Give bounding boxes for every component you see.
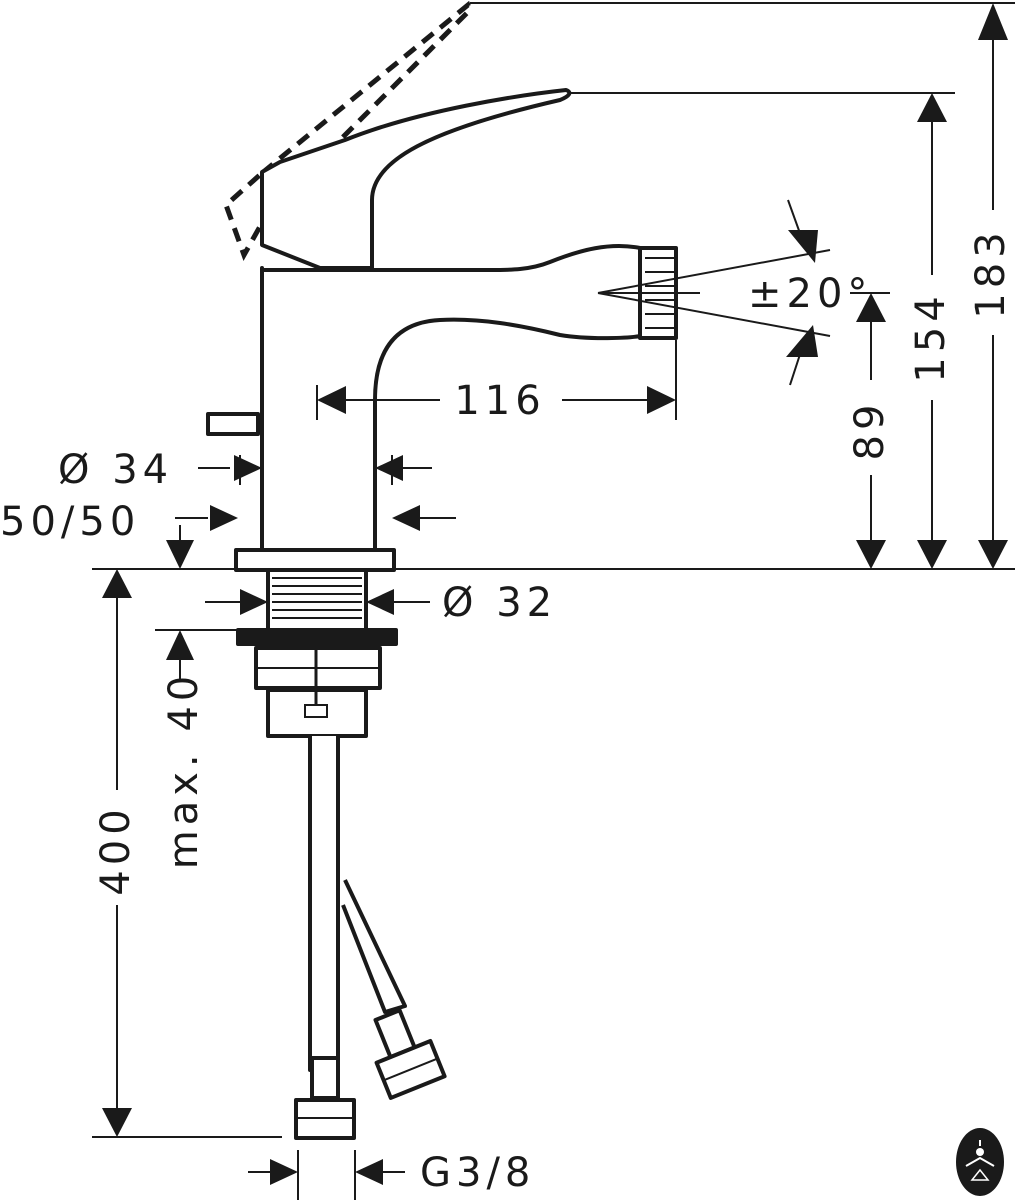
connection-thread-label: G3/8 [420, 1150, 535, 1196]
spout-reach-label: 116 [454, 378, 545, 424]
hose-fitting-angled [373, 1008, 447, 1100]
spout-top-height-label: 154 [908, 291, 954, 382]
left-dimensions [102, 455, 456, 1200]
spray-angle-lines [597, 199, 831, 386]
hose-angled [341, 879, 407, 1014]
water-drop-logo-icon [956, 1128, 1004, 1196]
connection-diameter-label: Ø 32 [442, 580, 557, 626]
reference-lines [92, 2, 1015, 1138]
body-diameter-label: Ø 34 [58, 447, 173, 493]
lever-handle [260, 88, 572, 270]
spout-reach-dimension [316, 340, 677, 420]
hose-straight [308, 736, 340, 1072]
pop-up-knob [206, 412, 260, 436]
hose-length-label: 400 [93, 804, 139, 895]
mixing-ratio-label: 50/50 [0, 499, 140, 545]
vertical-dimensions [856, 3, 1008, 569]
max-thickness-label: max. 40 [161, 671, 207, 869]
overall-height-label: 183 [968, 227, 1014, 318]
hose-fitting-straight [310, 1056, 340, 1100]
mixer-body [206, 88, 678, 1140]
washer [236, 628, 398, 646]
threaded-shank [266, 568, 368, 632]
spout-height-label: 89 [847, 400, 893, 461]
mixer-column-and-spout [260, 244, 642, 552]
base-flange [234, 548, 396, 572]
spray-angle-label: ±20° [748, 271, 872, 317]
